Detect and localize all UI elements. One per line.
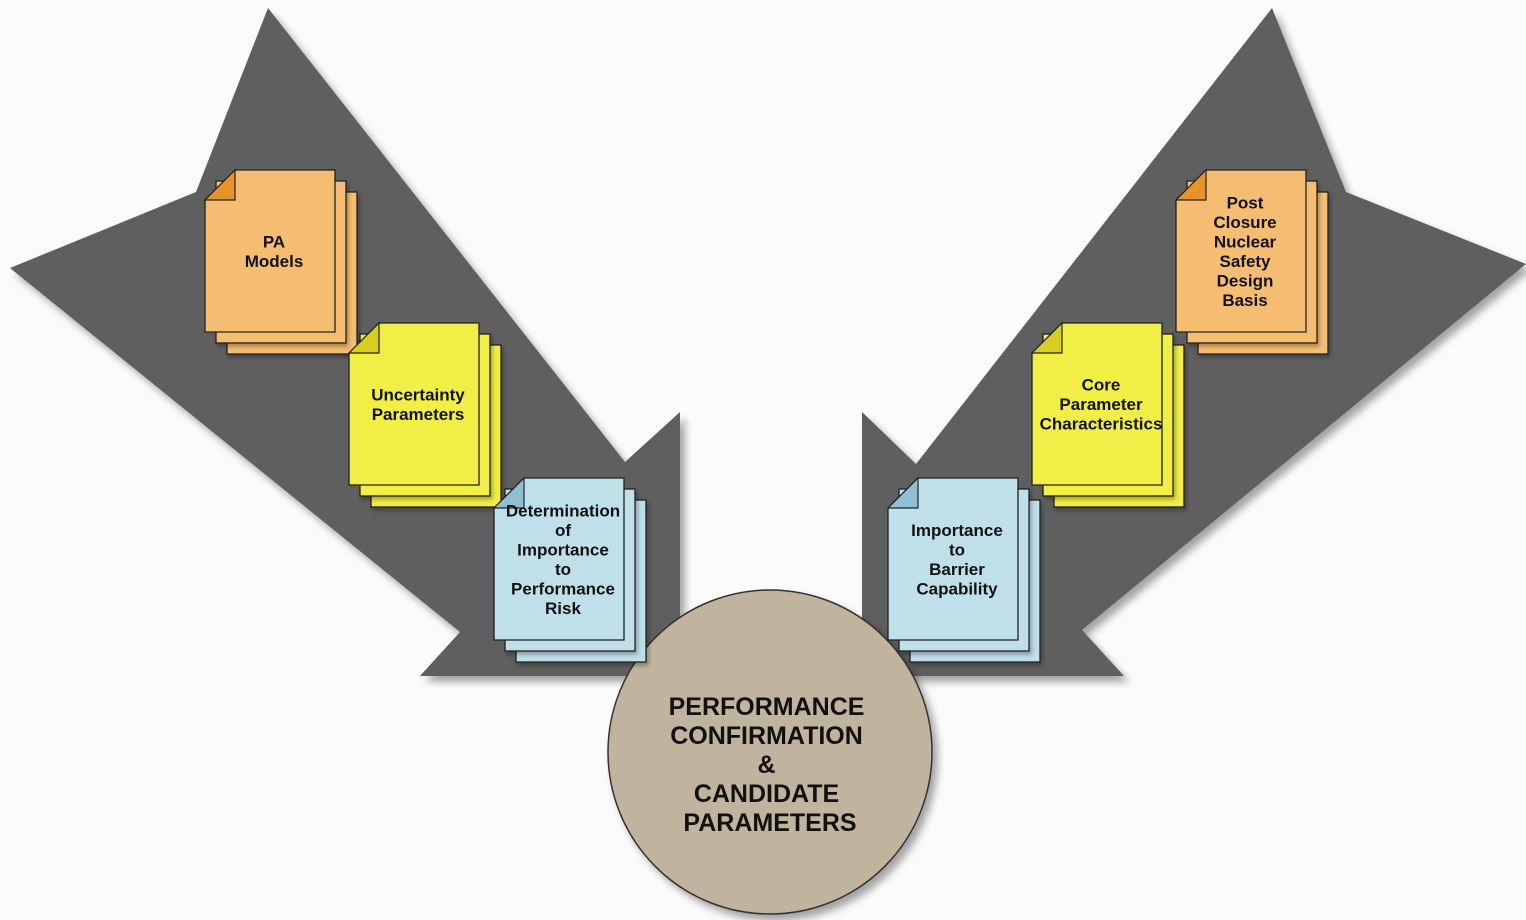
- document-label-line: Models: [245, 252, 304, 271]
- document-label-line: Capability: [916, 579, 998, 598]
- document-label-line: Characteristics: [1040, 415, 1163, 434]
- document-label-line: Parameter: [1059, 395, 1143, 414]
- document-label-line: Core: [1082, 376, 1121, 395]
- folded-corner: [1174, 168, 1207, 201]
- folded-corner: [492, 476, 525, 509]
- document-label-line: Importance: [911, 521, 1003, 540]
- document-label-line: Basis: [1222, 291, 1267, 310]
- document-label-line: to: [949, 540, 965, 559]
- center-node: PERFORMANCE CONFIRMATION & CANDIDATE PAR…: [607, 589, 933, 915]
- document-label-line: Uncertainty: [371, 385, 465, 404]
- center-line-1: PERFORMANCE: [669, 693, 865, 721]
- document-label-line: Parameters: [372, 405, 465, 424]
- document-label-line: Performance: [511, 579, 615, 598]
- folded-corner: [886, 476, 919, 509]
- center-circle: [607, 589, 933, 915]
- center-line-2: CONFIRMATION: [670, 722, 863, 750]
- document-label-line: PA: [263, 232, 285, 251]
- document-label-line: Risk: [545, 599, 581, 618]
- document-label-line: Importance: [517, 540, 609, 559]
- document-label-line: Closure: [1213, 213, 1276, 232]
- document-label-line: Barrier: [929, 560, 985, 579]
- document-label-line: Safety: [1219, 252, 1271, 271]
- document-label-line: Determination: [506, 501, 620, 520]
- document-label-line: of: [555, 521, 571, 540]
- document-label-line: Post: [1227, 193, 1264, 212]
- center-line-3: &: [757, 751, 775, 779]
- center-line-5: PARAMETERS: [683, 809, 856, 837]
- folded-corner: [203, 168, 236, 201]
- folded-corner: [347, 321, 380, 354]
- center-line-4: CANDIDATE: [694, 780, 839, 808]
- document-label-line: Design: [1217, 271, 1274, 290]
- document-label-line: Nuclear: [1214, 232, 1277, 251]
- document-label-line: to: [555, 560, 571, 579]
- svg-text:PERFORMANCE CONFIRMATION: PERFORMANCE CONFIRMATION & CANDIDATE PAR…: [669, 693, 872, 837]
- folded-corner: [1030, 321, 1063, 354]
